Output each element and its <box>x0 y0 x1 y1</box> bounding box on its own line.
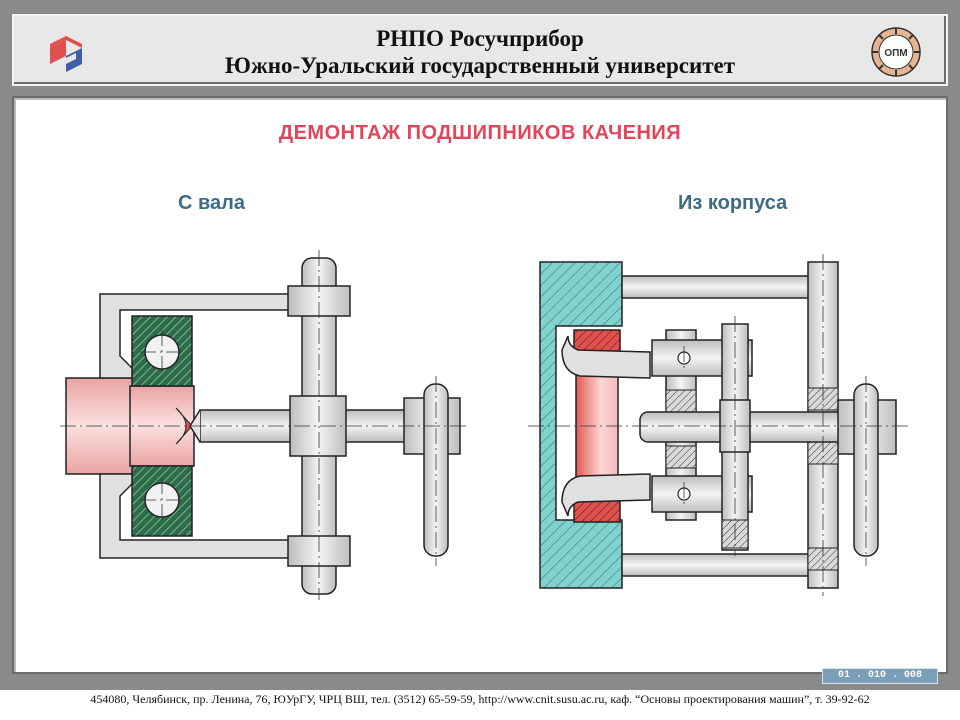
header-subtitle: Южно-Уральский государственный университ… <box>224 53 736 78</box>
footer-contacts: 454080, Челябинск, пр. Ленина, 76, ЮУрГУ… <box>90 692 870 706</box>
shaft-puller-drawing <box>60 250 470 600</box>
rnpo-logo <box>50 36 82 72</box>
opm-logo-text: ОПМ <box>884 48 907 59</box>
upper-claw <box>99 293 297 379</box>
upper-jaw-hook <box>561 335 651 379</box>
diagram-title: ДЕМОНТАЖ ПОДШИПНИКОВ КАЧЕНИЯ <box>278 122 682 144</box>
header-bar: РНПО Росучприбор Южно-Уральский государс… <box>12 14 948 86</box>
right-diagram-label: Из корпуса <box>678 192 788 214</box>
left-diagram-label: С вала <box>178 192 245 214</box>
shaft-center-hole <box>175 407 193 445</box>
lower-tie-rod <box>621 553 811 577</box>
opm-department-logo: ОПМ <box>871 27 921 77</box>
header-title: РНПО Росучприбор <box>376 26 584 51</box>
lower-claw <box>99 473 297 559</box>
housing-puller-drawing <box>528 254 910 596</box>
upper-tie-rod <box>621 275 811 299</box>
slide-code-badge: 01 . 010 . 008 <box>822 668 938 684</box>
lower-jaw-hook <box>561 473 651 517</box>
